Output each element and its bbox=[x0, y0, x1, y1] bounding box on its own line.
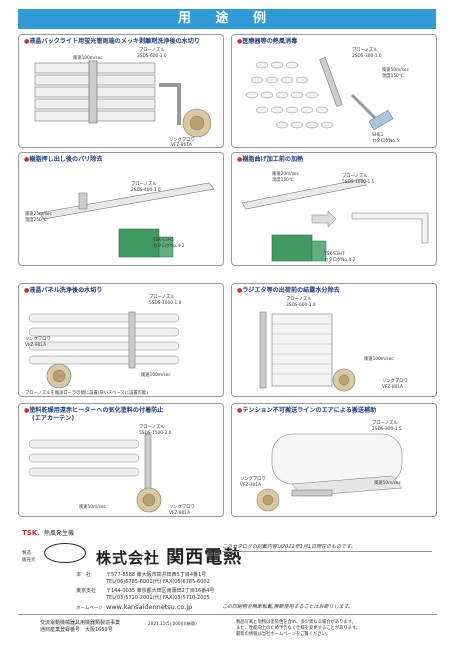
homepage-link[interactable]: www.kansaidennetsu.co.jp bbox=[106, 603, 193, 611]
panel-radiator: ●ラジエタ等の出荷前の結露水分除去 ブローノズル 3SDS-600-1.0 風速… bbox=[231, 283, 437, 397]
panel-title: ●医療器等の熱風消毒 bbox=[237, 38, 298, 45]
svg-text:2SDS-400-1.0: 2SDS-400-1.0 bbox=[131, 187, 161, 193]
svg-text:風速50m/sec: 風速50m/sec bbox=[79, 504, 107, 510]
svg-text:ブローノズル: ブローノズル bbox=[131, 180, 157, 187]
panel-title: ●樹脂曲げ加工前の加熱 bbox=[237, 156, 304, 163]
company-name: 株式会社 関西電熱 bbox=[96, 547, 243, 568]
panel-title: ●ラジエタ等の出荷前の結露水分除去 bbox=[237, 287, 340, 294]
svg-text:カタログNo.5: カタログNo.5 bbox=[372, 137, 399, 144]
disclaimer-3: 最新の情報は当社ホームページをご覧ください。 bbox=[236, 632, 331, 637]
illustration-conveyance: ブローノズル 2SDS-300-1.5 風速50m/sec リングブロワ VFZ… bbox=[240, 419, 403, 512]
panel-title: ●塗料乾燥用遠赤ヒーターへの気化塗料の付着防止(エアカーテン) bbox=[24, 407, 164, 422]
catalog-note-box: このカタログの記載内容は2022年1月1日現在のものです。 bbox=[222, 544, 432, 552]
tokyo-address: 〒144-0035 東京都大田区南蒲田2丁目16番4号 bbox=[106, 588, 215, 594]
svg-text:リングブロワ: リングブロワ bbox=[382, 377, 408, 384]
svg-text:5SDS-1000-1.0: 5SDS-1000-1.0 bbox=[149, 300, 182, 306]
panel-conveyance: ●テンション不可搬送ラインのエアによる搬送補助 ブローノズル 2SDS-300-… bbox=[231, 403, 437, 517]
svg-text:カタログNo.4-2: カタログNo.4-2 bbox=[153, 242, 185, 249]
panel-title: ●液晶パネル洗浄後の水切り bbox=[24, 287, 103, 294]
svg-text:2SDS-300-1.0: 2SDS-300-1.0 bbox=[352, 53, 382, 59]
hq-label: 本 社 bbox=[76, 572, 92, 578]
panel-medical: ●医療器等の熱風消毒 ブローノズル 2SDS-300-1.0 風速50m/sec… bbox=[231, 34, 437, 148]
panel-title: ●樹脂押し出し後のバリ除去 bbox=[24, 156, 103, 163]
svg-text:TSK-S3H5: TSK-S3H5 bbox=[152, 237, 174, 243]
disclaimer-1: 製品写真と現物は塗装色を含め、多少異なる場合があります。 bbox=[236, 620, 356, 625]
svg-text:3SDS-600-1.0: 3SDS-600-1.0 bbox=[286, 302, 316, 308]
svg-text:VFZ-801A: VFZ-801A bbox=[382, 384, 403, 390]
svg-text:ブローノズル: ブローノズル bbox=[352, 46, 378, 53]
panel-air-curtain: ●塗料乾燥用遠赤ヒーターへの気化塗料の付着防止(エアカーテン) ブローノズル 5… bbox=[18, 403, 224, 517]
svg-text:風速50m/sec: 風速50m/sec bbox=[382, 67, 410, 73]
svg-text:風速20m/sec: 風速20m/sec bbox=[272, 171, 300, 177]
svg-text:リングブロワ: リングブロワ bbox=[25, 335, 51, 342]
registration-1: 交流電動機械器具用機器類製造事業 bbox=[40, 620, 121, 626]
svg-text:3SDS-600-1.0: 3SDS-600-1.0 bbox=[137, 53, 167, 59]
maker-label: 製造 販売元 bbox=[22, 551, 36, 563]
illustration-burr-removal: ブローノズル 2SDS-400-1.0 風速25m/sec 温度250℃ TSK… bbox=[25, 180, 215, 258]
catalog-note: このカタログの記載内容は2022年1月1日現在のものです。 bbox=[222, 544, 356, 550]
hq-address: 〒577-8588 東大阪市高井田西5丁目4番1号 bbox=[106, 572, 207, 578]
svg-text:ブローノズル: ブローノズル bbox=[286, 295, 312, 302]
svg-text:リングブロワ: リングブロワ bbox=[169, 503, 195, 510]
svg-text:VFZ-801A: VFZ-801A bbox=[169, 510, 190, 516]
disclaimer-2: また、性能向上のため予告なく仕様を変更することがあります。 bbox=[236, 626, 361, 631]
svg-text:風速100m/sec: 風速100m/sec bbox=[141, 372, 171, 378]
svg-text:VFZ-901A: VFZ-901A bbox=[25, 342, 46, 348]
print-code: 2021.11(5).000(Ⅰ)(新版) bbox=[148, 621, 197, 626]
svg-text:ブローノズル: ブローノズル bbox=[139, 423, 165, 430]
company-logo bbox=[44, 543, 86, 563]
svg-text:風速100m/sec: 風速100m/sec bbox=[364, 356, 394, 362]
brand-text: 熱風発生機 bbox=[44, 530, 75, 537]
svg-text:TSK-S3H7: TSK-S3H7 bbox=[323, 251, 345, 257]
svg-text:温度150℃: 温度150℃ bbox=[272, 176, 294, 183]
illustration-medical: ブローノズル 2SDS-300-1.0 風速50m/sec 温度150℃ SHE… bbox=[245, 46, 410, 144]
brand-mark: TSK. bbox=[22, 529, 40, 537]
svg-text:温度250℃: 温度250℃ bbox=[25, 216, 47, 223]
panel-lcd-drying: ●液晶パネル洗浄後の水切り ブローノズル 5SDS-1000-1.0 リングブロ… bbox=[18, 283, 224, 397]
svg-text:ブローノズル: ブローノズル bbox=[372, 419, 398, 426]
svg-text:5SDS-1500-2.0: 5SDS-1500-2.0 bbox=[139, 430, 172, 436]
illustration-resin-heating: 風速20m/sec 温度150℃ ブローノズル 5SDS-1000-1.5 TS… bbox=[241, 171, 429, 263]
svg-text:SHE1: SHE1 bbox=[372, 132, 384, 138]
svg-text:ブローノズルを搬送ローラの間に設置(狭いスペースに設置可能): ブローノズルを搬送ローラの間に設置(狭いスペースに設置可能) bbox=[25, 389, 148, 396]
footer-divider bbox=[18, 614, 437, 615]
registration-2: 通商産業登録番号 大阪1659号 bbox=[40, 627, 113, 633]
tokyo-tel: TEL(03)5710-2001(代) FAX(03)5710-2005 bbox=[106, 595, 210, 601]
illustration-air-curtain: ブローノズル 5SDS-1500-2.0 風速50m/sec リングブロワ VF… bbox=[28, 423, 195, 516]
panel-title: ●テンション不可搬送ラインのエアによる搬送補助 bbox=[237, 407, 377, 414]
panel-title: ●液晶バックライト用蛍光管両端のメッキ剥離剤洗浄後の水切り bbox=[24, 38, 200, 45]
illustration-backlight: ブローノズル 3SDS-600-1.0 風速100m/sec リングブロワ VF… bbox=[34, 46, 212, 148]
svg-text:ブローノズル: ブローノズル bbox=[139, 46, 165, 53]
illustration-radiator: ブローノズル 3SDS-600-1.0 風速100m/sec リングブロワ VF… bbox=[259, 295, 408, 392]
spec-note: この印刷物を無断転載,無断使用することはお断りします。 bbox=[222, 604, 354, 610]
page-title: 用 途 例 bbox=[18, 9, 436, 29]
svg-text:風速50m/sec: 風速50m/sec bbox=[374, 480, 402, 486]
svg-text:VFZ-801A: VFZ-801A bbox=[171, 142, 192, 148]
illustration-lcd-drying: ブローノズル 5SDS-1000-1.0 リングブロワ VFZ-901A 風速1… bbox=[25, 293, 182, 396]
tokyo-label: 東京支社 bbox=[76, 588, 97, 594]
svg-text:ブローノズル: ブローノズル bbox=[342, 172, 368, 179]
homepage-label: ホームページ bbox=[76, 606, 103, 611]
svg-text:風速25m/sec: 風速25m/sec bbox=[25, 211, 53, 217]
panel-backlight: ●液晶バックライト用蛍光管両端のメッキ剥離剤洗浄後の水切り ブローノズル 3SD… bbox=[18, 34, 224, 148]
svg-text:リングブロワ: リングブロワ bbox=[169, 136, 195, 143]
svg-text:温度150℃: 温度150℃ bbox=[382, 72, 404, 79]
svg-text:5SDS-1000-1.5: 5SDS-1000-1.5 bbox=[342, 179, 375, 185]
svg-text:2SDS-300-1.5: 2SDS-300-1.5 bbox=[372, 426, 402, 432]
svg-text:風速100m/sec: 風速100m/sec bbox=[73, 55, 103, 61]
svg-text:ブローノズル: ブローノズル bbox=[149, 293, 175, 300]
svg-text:リングブロワ: リングブロワ bbox=[240, 475, 266, 482]
panel-resin-heating: ●樹脂曲げ加工前の加熱 風速20m/sec 温度150℃ ブローノズル 5SDS… bbox=[231, 152, 437, 266]
hq-tel: TEL(06)6785-6001(代) FAX(06)6785-6002 bbox=[106, 579, 210, 585]
panel-burr-removal: ●樹脂押し出し後のバリ除去 ブローノズル 2SDS-400-1.0 風速25m/… bbox=[18, 152, 224, 266]
svg-text:VFZ-301A: VFZ-301A bbox=[240, 482, 261, 488]
svg-text:カタログNo.4-2: カタログNo.4-2 bbox=[324, 256, 356, 263]
